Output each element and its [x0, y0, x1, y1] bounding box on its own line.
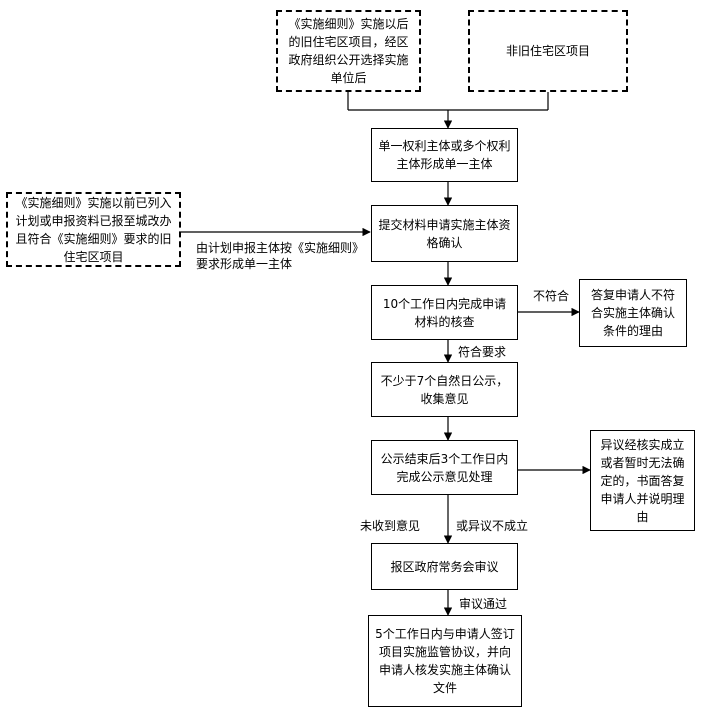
label-match: 符合要求 [458, 345, 507, 359]
label-plan-subject: 由计划申报主体按《实施细则》要求形成单一主体 [196, 241, 365, 271]
box-objection-reply: 异议经核实成立或者暂时无法确定的，书面答复申请人并说明理由 [590, 430, 695, 531]
label-not-match: 不符合 [533, 289, 570, 303]
box-review-materials-text: 10个工作日内完成申请材料的核查 [382, 296, 507, 329]
box-submit-application: 提交材料申请实施主体资格确认 [371, 205, 518, 262]
box-gov-review: 报区政府常务会审议 [371, 543, 518, 590]
box-process-opinions-text: 公示结束后3个工作日内完成公示意见处理 [380, 451, 509, 484]
box-start-post-rules: 《实施细则》实施以后的旧住宅区项目，经区政府组织公开选择实施单位后 [276, 10, 421, 92]
box-reject-reply: 答复申请人不符合实施主体确认条件的理由 [579, 279, 687, 347]
box-final-agreement: 5个工作日内与申请人签订项目实施监管协议，并向申请人核发实施主体确认文件 [368, 615, 522, 707]
box-start-pre-rules: 《实施细则》实施以前已列入计划或申报资料已报至城改办且符合《实施细则》要求的旧住… [6, 192, 181, 267]
box-single-subject: 单一权利主体或多个权利主体形成单一主体 [371, 128, 518, 182]
box-gov-review-text: 报区政府常务会审议 [390, 559, 499, 574]
label-objection-failed: 或异议不成立 [456, 519, 529, 533]
box-review-materials: 10个工作日内完成申请材料的核查 [371, 285, 518, 340]
label-no-opinion: 未收到意见 [360, 519, 421, 533]
box-final-agreement-text: 5个工作日内与申请人签订项目实施监管协议，并向申请人核发实施主体确认文件 [375, 627, 515, 695]
box-reject-reply-text: 答复申请人不符合实施主体确认条件的理由 [590, 288, 675, 338]
box-start-post-rules-text: 《实施细则》实施以后的旧住宅区项目，经区政府组织公开选择实施单位后 [288, 17, 409, 85]
box-submit-application-text: 提交材料申请实施主体资格确认 [378, 217, 511, 250]
box-process-opinions: 公示结束后3个工作日内完成公示意见处理 [371, 440, 518, 495]
label-approved: 审议通过 [459, 597, 508, 611]
box-publicity-text: 不少于7个自然日公示，收集意见 [380, 373, 509, 406]
box-start-non-old-residential: 非旧住宅区项目 [468, 10, 628, 92]
box-start-pre-rules-text: 《实施细则》实施以前已列入计划或申报资料已报至城改办且符合《实施细则》要求的旧住… [15, 195, 172, 264]
box-single-subject-text: 单一权利主体或多个权利主体形成单一主体 [378, 139, 511, 171]
box-publicity: 不少于7个自然日公示，收集意见 [371, 362, 518, 417]
box-objection-reply-text: 异议经核实成立或者暂时无法确定的，书面答复申请人并说明理由 [600, 437, 685, 524]
box-start-non-old-residential-text: 非旧住宅区项目 [505, 44, 590, 58]
